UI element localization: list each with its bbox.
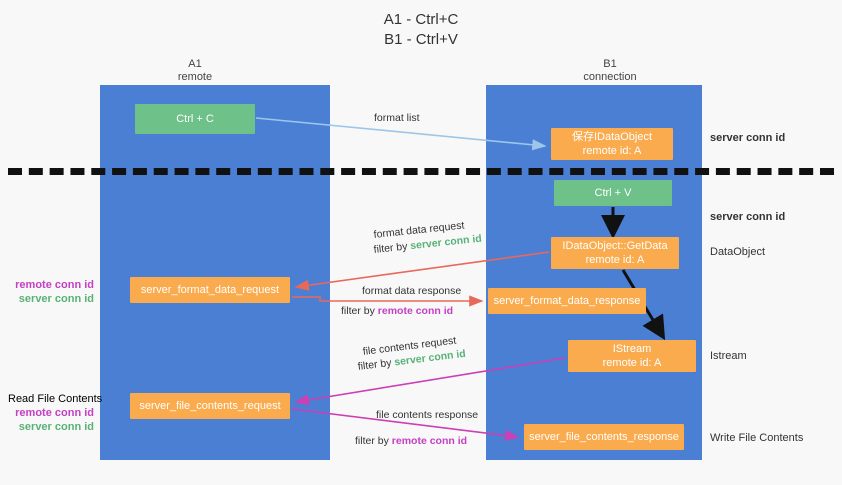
column-b1-sub: connection bbox=[583, 71, 637, 83]
filter-prefix: filter by bbox=[355, 435, 392, 447]
node-server-file-contents-request[interactable]: server_file_contents_request bbox=[130, 393, 290, 419]
page-title: A1 - Ctrl+C B1 - Ctrl+V bbox=[0, 10, 842, 50]
phase-divider bbox=[8, 168, 834, 175]
left-label-group-file: Read File Contents remote conn id server… bbox=[8, 392, 128, 434]
node-ole-idataobject-line2: remote id: A bbox=[582, 145, 642, 157]
node-server-format-data-response[interactable]: server_format_data_response bbox=[488, 288, 646, 314]
right-label-istream: Istream bbox=[710, 350, 747, 362]
label-file-contents-response: file contents response bbox=[376, 409, 479, 421]
left-label-remote-conn-id-2: remote conn id bbox=[15, 407, 94, 419]
node-server-file-contents-response-label: server_file_contents_response bbox=[529, 431, 679, 443]
label-format-data-response: format data response bbox=[362, 285, 462, 297]
filter-value-remote-conn-id: remote conn id bbox=[391, 435, 468, 447]
right-label-write-file-contents: Write File Contents bbox=[710, 432, 804, 444]
node-getdata-line1: IDataObject::GetData bbox=[562, 240, 668, 252]
filter-value-remote-conn-id: remote conn id bbox=[377, 305, 454, 317]
left-label-server-conn-id-1: server conn id bbox=[18, 293, 94, 305]
column-header-a1: A1 remote bbox=[130, 58, 260, 84]
node-ctrl-v[interactable]: Ctrl + V bbox=[554, 180, 672, 206]
right-label-server-conn-id-1: server conn id bbox=[710, 132, 786, 144]
node-istream[interactable]: IStream remote id: A bbox=[568, 340, 696, 372]
label-file-contents-response-filter: filter by remote conn id bbox=[355, 434, 467, 448]
node-ctrl-c[interactable]: Ctrl + C bbox=[135, 104, 255, 134]
node-server-format-data-response-label: server_format_data_response bbox=[493, 295, 641, 307]
column-b1-name: B1 bbox=[603, 58, 617, 70]
node-server-file-contents-request-label: server_file_contents_request bbox=[139, 400, 281, 412]
node-istream-line2: remote id: A bbox=[602, 357, 662, 369]
node-ole-idataobject[interactable]: 保存IDataObject remote id: A bbox=[551, 128, 673, 160]
filter-prefix: filter by bbox=[373, 240, 411, 256]
filter-prefix: filter by bbox=[357, 356, 396, 373]
node-ctrl-c-label: Ctrl + C bbox=[176, 113, 214, 125]
node-istream-line1: IStream bbox=[612, 343, 652, 355]
right-label-dataobject: DataObject bbox=[710, 246, 766, 258]
column-header-b1: B1 connection bbox=[540, 58, 680, 84]
label-format-data-response-filter: filter by remote conn id bbox=[341, 304, 453, 318]
node-ctrl-v-label: Ctrl + V bbox=[594, 187, 632, 199]
node-server-file-contents-response[interactable]: server_file_contents_response bbox=[524, 424, 684, 450]
title-line-1: A1 - Ctrl+C bbox=[383, 11, 459, 28]
node-idataobject-getdata[interactable]: IDataObject::GetData remote id: A bbox=[551, 237, 679, 269]
left-label-server-conn-id-2: server conn id bbox=[18, 421, 94, 433]
left-label-remote-conn-id-1: remote conn id bbox=[15, 279, 94, 291]
left-label-group-format: remote conn id server conn id bbox=[8, 278, 94, 306]
column-a1-sub: remote bbox=[177, 71, 213, 83]
node-getdata-line2: remote id: A bbox=[585, 254, 645, 266]
column-a1-name: A1 bbox=[188, 58, 202, 70]
right-label-server-conn-id-2: server conn id bbox=[710, 211, 786, 223]
node-server-format-data-request[interactable]: server_format_data_request bbox=[130, 277, 290, 303]
left-label-read-file-contents: Read File Contents bbox=[8, 393, 103, 405]
node-server-format-data-request-label: server_format_data_request bbox=[140, 284, 280, 296]
label-format-list: format list bbox=[374, 112, 420, 124]
filter-prefix: filter by bbox=[341, 305, 378, 317]
node-ole-idataobject-line1: 保存IDataObject bbox=[571, 131, 653, 143]
title-line-2: B1 - Ctrl+V bbox=[384, 31, 458, 48]
